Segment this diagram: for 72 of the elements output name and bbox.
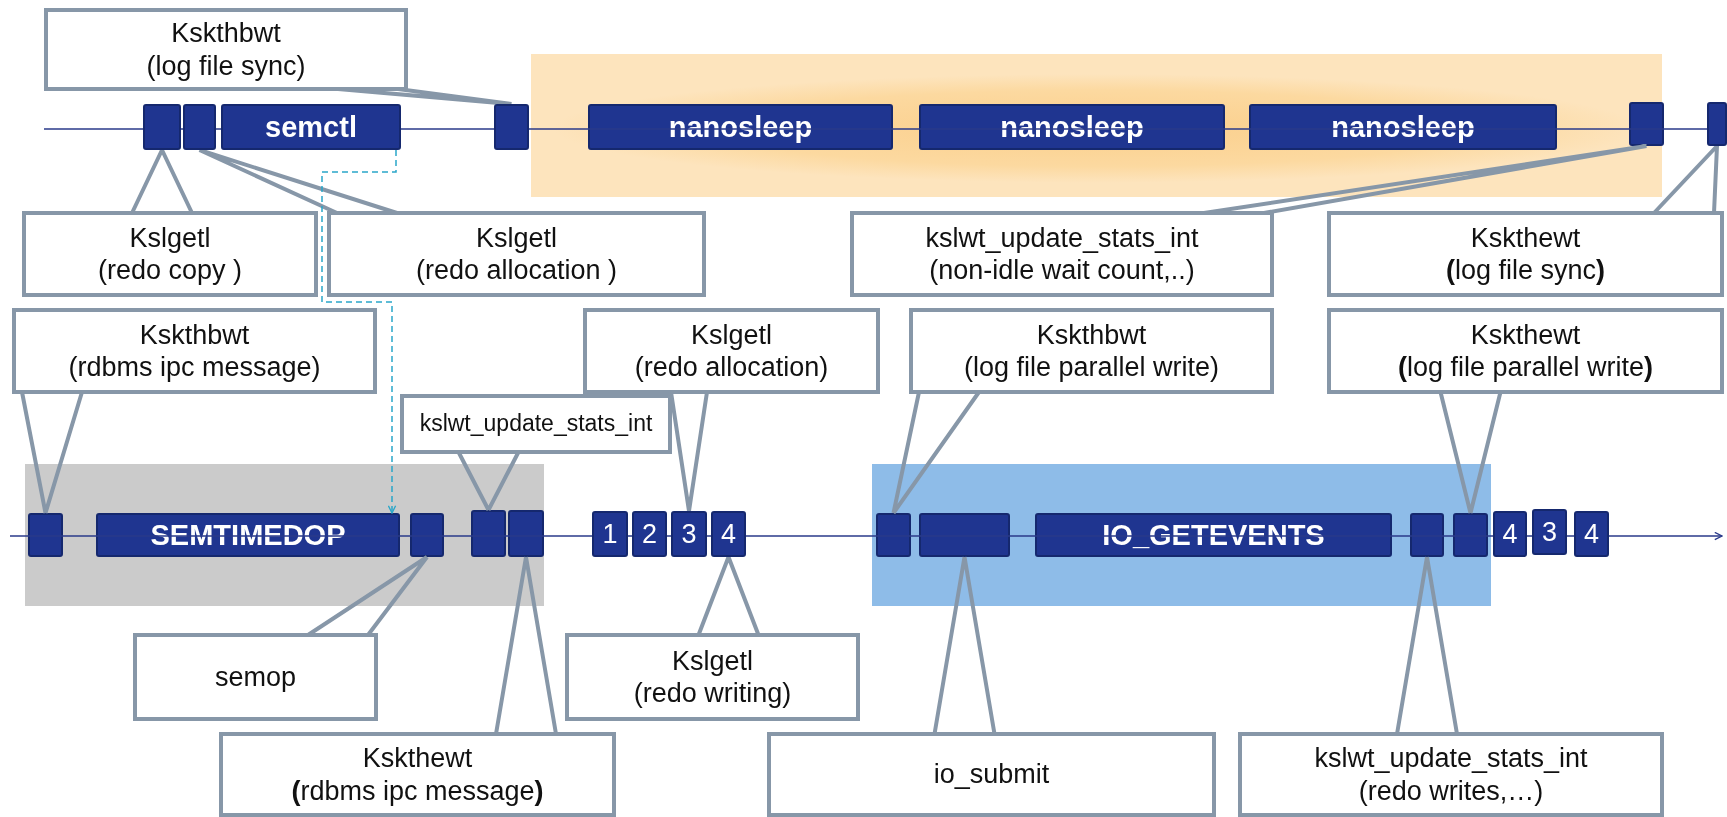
call-block (1707, 102, 1727, 146)
callout-text: semop (214, 660, 296, 694)
call-block (1410, 513, 1444, 557)
call-block: nanosleep (919, 104, 1225, 150)
call-block (494, 104, 529, 150)
callout-text: (rdbms ipc message) (68, 351, 321, 384)
call-block (508, 510, 544, 557)
callout-box (767, 732, 1216, 817)
callout-text: (log file parallel write) (963, 351, 1220, 384)
callout-text: Kskthewt (1470, 221, 1581, 254)
highlight-band (872, 464, 1491, 606)
callout-box (133, 633, 378, 721)
callout-text: Kskthbwt (139, 318, 250, 351)
call-block: SEMTIMEDOP (96, 513, 400, 557)
callout-text: (log file parallel write) (1397, 351, 1654, 384)
callout-box (850, 211, 1274, 297)
call-block (1629, 102, 1664, 146)
callout-box (1238, 732, 1664, 817)
callout-box (400, 394, 672, 454)
callout-box (1327, 308, 1724, 394)
callout-box (327, 211, 706, 297)
call-block (28, 513, 63, 557)
call-block: nanosleep (1249, 104, 1557, 150)
callout-box (22, 211, 318, 297)
callout-text: kslwt_update_stats_int (925, 221, 1199, 254)
callout-text: Kslgetl (129, 221, 211, 254)
callout-box (565, 633, 860, 721)
step-block: 4 (1574, 511, 1609, 557)
callout-text: Kskthbwt (171, 17, 281, 50)
callout-text: (log file sync) (1445, 254, 1606, 287)
step-block: 2 (632, 511, 667, 557)
dashed-arrow (321, 149, 397, 514)
callout-box (12, 308, 377, 394)
call-block (1453, 513, 1488, 557)
call-block: nanosleep (588, 104, 893, 150)
callout-text: Kslgetl (671, 644, 753, 677)
callout-text: (rdbms ipc message) (291, 774, 544, 807)
callout-box (44, 8, 408, 91)
step-block: 3 (1532, 509, 1567, 555)
callout-text: (non-idle wait count,..) (929, 254, 1195, 287)
callout-box (219, 732, 616, 817)
step-block: 4 (711, 511, 746, 557)
callout-text: (log file sync) (146, 49, 306, 82)
callout-text: (redo writing) (633, 677, 792, 710)
callout-text: (redo allocation) (634, 351, 829, 384)
call-block (183, 104, 216, 150)
call-block (876, 513, 911, 557)
callout-box (583, 308, 880, 394)
call-block: IO_GETEVENTS (1035, 513, 1392, 557)
callout-text: kslwt_update_stats_int (419, 410, 653, 438)
callout-text: Kskthbwt (1036, 318, 1147, 351)
callout-text: Kslgetl (690, 318, 772, 351)
callout-box (1327, 211, 1724, 297)
callout-text: kslwt_update_stats_int (1314, 742, 1588, 775)
call-block (471, 510, 506, 557)
callout-text: Kskthewt (362, 742, 473, 775)
highlight-band (25, 464, 544, 606)
callout-text: (redo allocation ) (415, 254, 618, 287)
callout-text: (redo copy ) (97, 254, 243, 287)
step-block: 3 (671, 511, 707, 557)
call-block (410, 513, 444, 557)
callout-box (909, 308, 1274, 394)
callout-text: Kskthewt (1470, 318, 1581, 351)
callout-text: Kslgetl (475, 221, 557, 254)
callout-text: io_submit (933, 758, 1050, 791)
step-block: 1 (592, 511, 628, 557)
call-block (919, 513, 1010, 557)
call-block (143, 104, 181, 150)
call-block: semctl (221, 104, 401, 150)
highlight-band (531, 54, 1662, 197)
step-block: 4 (1493, 511, 1527, 557)
callout-text: (redo writes,…) (1358, 774, 1544, 807)
